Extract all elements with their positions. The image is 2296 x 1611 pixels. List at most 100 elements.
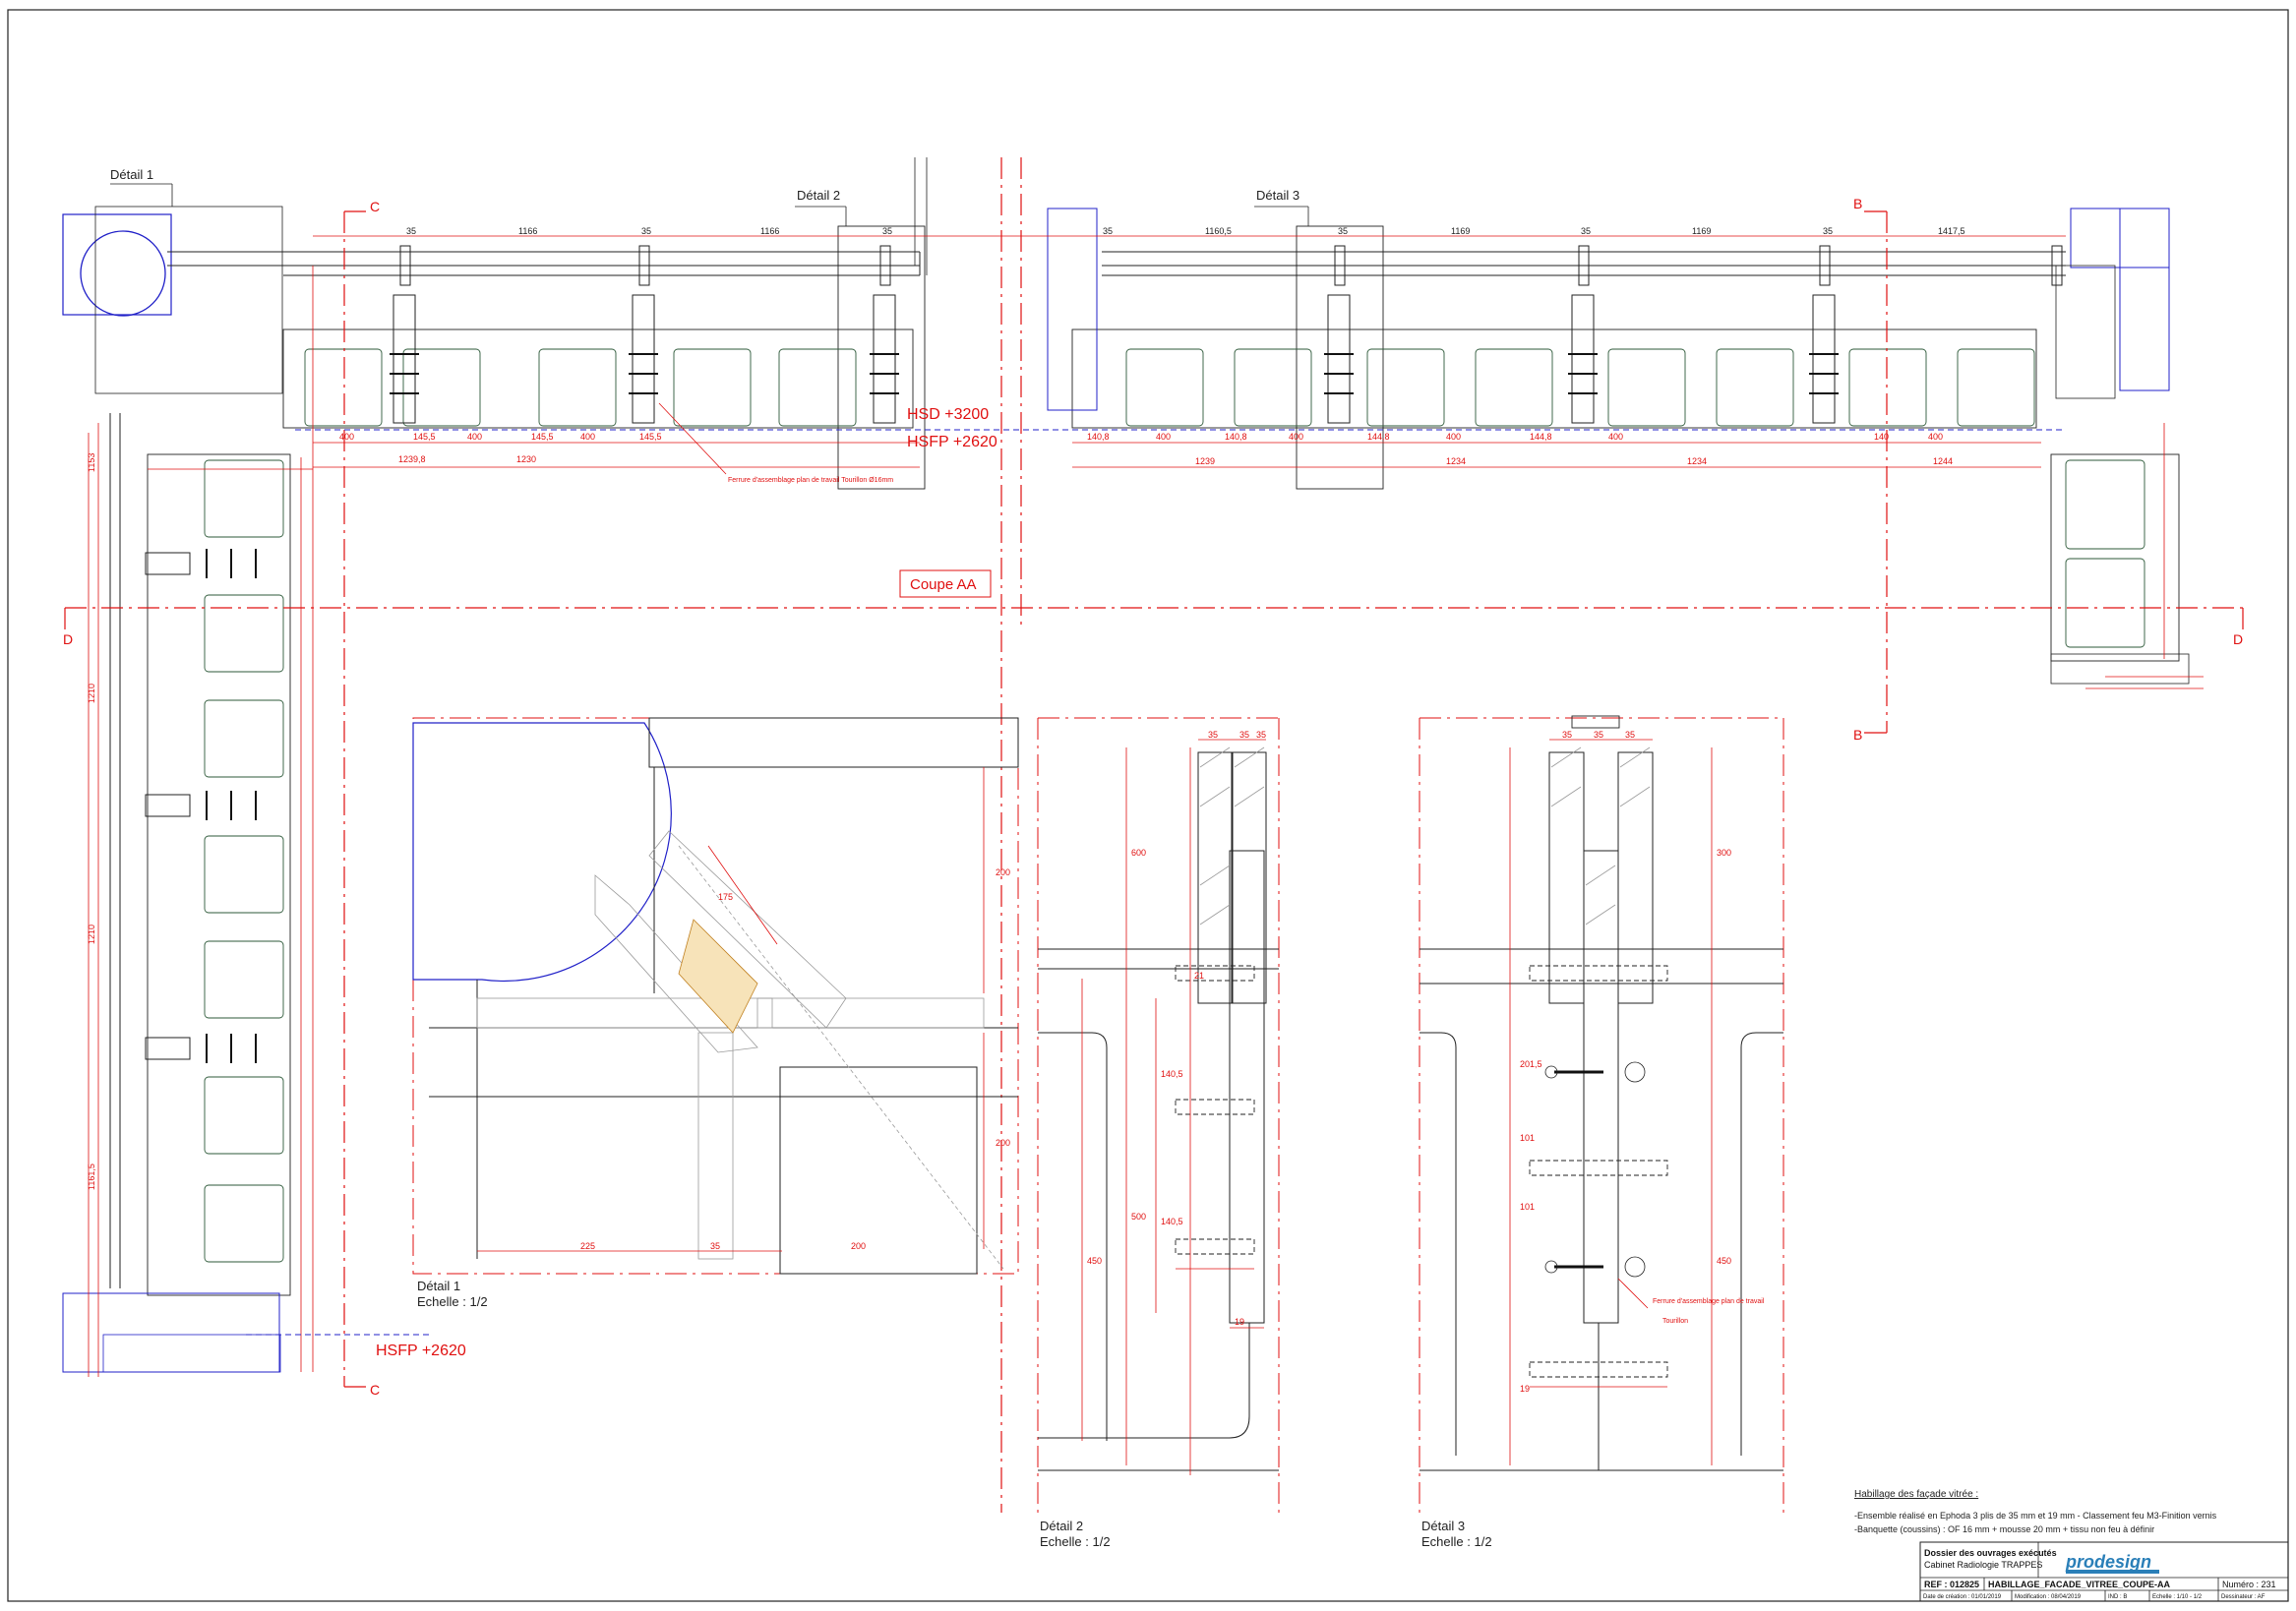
dimension-label: 101 [1520, 1202, 1535, 1212]
coupe-aa-box [899, 569, 992, 598]
dimension-label: 225 [580, 1241, 595, 1251]
dimension-label: 140,8 [1225, 432, 1247, 442]
dimension-label: 1161,5 [87, 1164, 96, 1190]
detail2-scale: Echelle : 1/2 [1040, 1534, 1111, 1549]
section-b-bottom: B [1853, 727, 1862, 743]
dimension-label: 144,8 [1530, 432, 1552, 442]
dimension-label: 35 [1625, 730, 1635, 740]
detail2-view: Détail 2 Echelle : 1/2 35 35 35 600 140,5 500… [1037, 717, 1280, 1549]
label-detail2: Détail 2 [797, 188, 840, 203]
dimension-label: 35 [1338, 226, 1348, 236]
dimension-label: 1230 [516, 454, 536, 464]
level-hsfp-bottom: HSFP +2620 [376, 1342, 466, 1359]
dimension-label: 35 [1208, 730, 1218, 740]
dimension-label: 400 [467, 432, 482, 442]
level-hsd: HSD +3200 [907, 406, 989, 423]
detail3-view: Ferrure d'assemblage plan de travail Tou… [1419, 715, 1784, 1549]
ferrure-note-detail3: Ferrure d'assemblage plan de travail [1653, 1298, 1765, 1305]
dimension-label: 35 [1103, 226, 1113, 236]
dimension-label: 145,5 [639, 432, 662, 442]
wall-block-right-a [1047, 208, 1098, 411]
dimension-label: 500 [1131, 1212, 1146, 1222]
dimension-label: 140 [1874, 432, 1889, 442]
ferrure-note-top: Ferrure d'assemblage plan de travail Tou… [728, 477, 893, 484]
dimension-label: 1234 [1446, 456, 1466, 466]
dimension-label: 1153 [87, 453, 96, 472]
dimension-label: 450 [1717, 1256, 1731, 1266]
detail3-scale: Echelle : 1/2 [1421, 1534, 1492, 1549]
dimension-label: 19 [1235, 1317, 1244, 1327]
dimension-label: 21 [1194, 971, 1204, 981]
notes-line2: -Banquette (coussins) : OF 16 mm + mouss… [1854, 1524, 2154, 1534]
dimension-label: 300 [1717, 848, 1731, 858]
detail2-callout-box [837, 225, 926, 490]
column-top-left [62, 213, 172, 316]
dimension-label: 1234 [1687, 456, 1707, 466]
dims-top-right: 35 1160,5 35 1169 35 1169 35 1417,5 [1103, 226, 1965, 236]
dimension-label: 175 [718, 892, 733, 902]
dimension-label: 200 [851, 1241, 866, 1251]
dimension-label: 35 [1562, 730, 1572, 740]
sheet-frame [7, 9, 2289, 1602]
dimension-label: 140,5 [1161, 1069, 1183, 1079]
dimension-label: 200 [996, 1138, 1010, 1148]
tb-created: Date de création : 01/01/2019 [1923, 1594, 2002, 1600]
dimension-label: 400 [1446, 432, 1461, 442]
dimension-label: 600 [1131, 848, 1146, 858]
dimension-label: 400 [339, 432, 354, 442]
dimension-label: 35 [1581, 226, 1591, 236]
tb-ind: IND : B [2108, 1594, 2127, 1600]
dimension-label: 35 [641, 226, 651, 236]
dimension-label: 400 [1289, 432, 1303, 442]
dimension-label: 35 [1239, 730, 1249, 740]
tb-drawing: HABILLAGE_FACADE_VITREE_COUPE-AA [1988, 1580, 2171, 1589]
detail1-caption: Détail 1 [417, 1279, 460, 1293]
dimension-label: 145,5 [413, 432, 436, 442]
dims-bottom-left: 400 145,5 400 145,5 400 145,5 [339, 432, 662, 442]
notes-block: Habillage des façade vitrée : -Ensemble … [1854, 1489, 2217, 1534]
coupe-aa-label: Coupe AA [910, 576, 977, 593]
tb-ref: REF : 012825 [1924, 1580, 1979, 1589]
tb-company-logo: prodesign [2065, 1552, 2151, 1572]
dimension-label: 400 [580, 432, 595, 442]
detail3-callout-box [1296, 225, 1384, 490]
section-c-top: C [370, 199, 380, 214]
dimension-label: 201,5 [1520, 1059, 1542, 1069]
dimension-label: 19 [1520, 1384, 1530, 1394]
dimension-label: 1169 [1451, 226, 1470, 236]
tb-numero: Numéro : 231 [2222, 1580, 2276, 1589]
dimension-label: 35 [1823, 226, 1833, 236]
dimension-label: 200 [996, 867, 1010, 877]
dimension-label: 1210 [87, 925, 96, 944]
dimension-label: 35 [882, 226, 892, 236]
title-block: Dossier des ouvrages exécutés Cabinet Ra… [1919, 1541, 2289, 1602]
coupe-aa-plan: Détail 1 Détail 2 Détail 3 [62, 157, 2244, 1513]
tb-scale: Echelle : 1/10 - 1/2 [2152, 1594, 2203, 1600]
level-hsfp: HSFP +2620 [907, 434, 997, 450]
detail3-caption: Détail 3 [1421, 1519, 1465, 1533]
dimension-label: 1417,5 [1938, 226, 1965, 236]
dimension-label: 145,5 [531, 432, 554, 442]
dimension-label: 1169 [1692, 226, 1711, 236]
dimension-label: 1160,5 [1205, 226, 1232, 236]
detail2-caption: Détail 2 [1040, 1519, 1083, 1533]
label-detail1: Détail 1 [110, 167, 153, 182]
tb-project: Dossier des ouvrages exécutés [1924, 1548, 2057, 1558]
dimension-label: 400 [1156, 432, 1171, 442]
dimension-label: 1239 [1195, 456, 1215, 466]
dimension-label: 35 [1256, 730, 1266, 740]
dims-overall-right: 1239 1234 1234 1244 [1195, 456, 1953, 466]
tourillon-note: Tourillon [1662, 1318, 1688, 1325]
tb-drawer: Dessinateur : AF [2221, 1594, 2266, 1600]
round-column [80, 230, 166, 317]
dimension-label: 1244 [1933, 456, 1953, 466]
dimension-label: 101 [1520, 1133, 1535, 1143]
dimension-label: 400 [1608, 432, 1623, 442]
section-b-top: B [1853, 196, 1862, 211]
